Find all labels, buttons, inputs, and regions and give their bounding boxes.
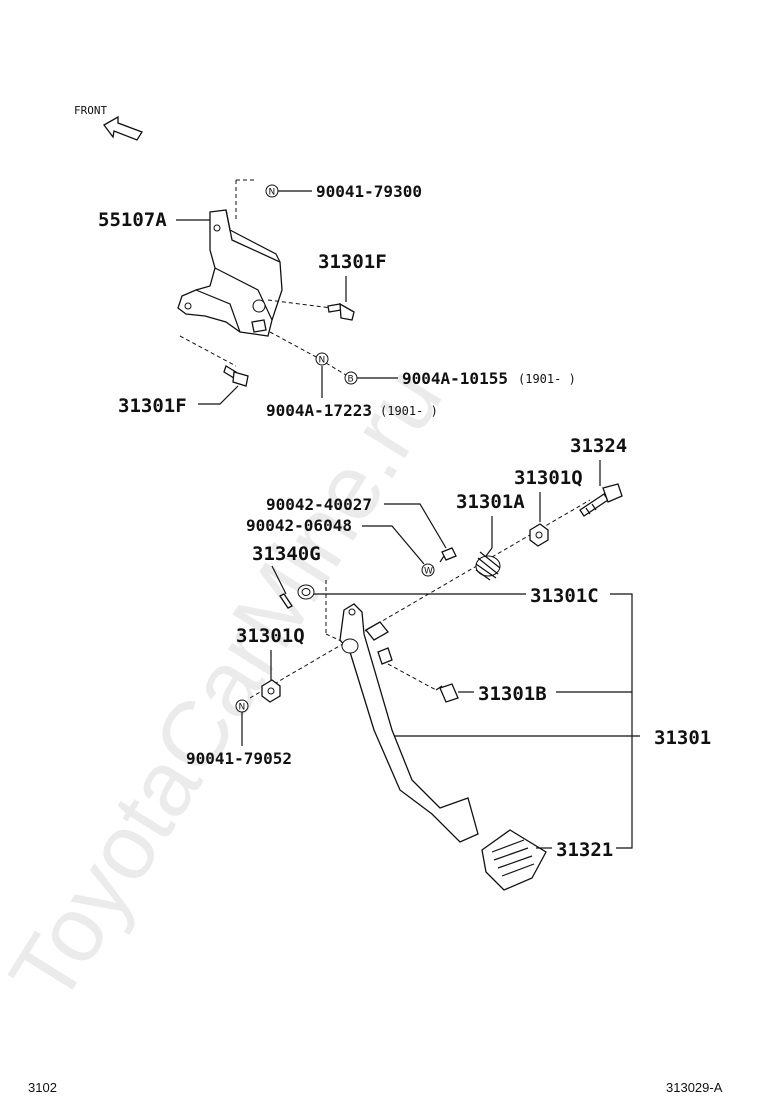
label-31301A: 31301A	[456, 491, 525, 513]
pedal-arm-icon	[339, 603, 479, 843]
stopper-icon	[435, 683, 459, 703]
svg-text:W: W	[424, 567, 433, 577]
bushing-icon	[297, 584, 315, 600]
pedal-pad-icon	[481, 829, 547, 891]
return-spring-icon	[475, 547, 501, 581]
label-9004A-17223-note: (1901- )	[380, 404, 438, 418]
label-31340G: 31340G	[252, 543, 321, 565]
svg-text:B: B	[348, 375, 354, 385]
footer-right-code: 313029-A	[666, 1080, 723, 1095]
watermark: ToyotaCarMine.ru	[0, 351, 462, 1021]
small-bolt-icon	[439, 547, 457, 563]
svg-text:N: N	[319, 356, 326, 366]
bolt-b-marker-icon: B	[344, 371, 358, 385]
nut-n-marker-icon: N	[265, 184, 279, 198]
nut-n-marker-icon: N	[235, 699, 249, 713]
nut-icon	[261, 679, 281, 703]
label-90042-40027: 90042-40027	[266, 495, 372, 514]
label-55107A: 55107A	[98, 209, 167, 231]
cotter-pin-icon	[279, 593, 293, 609]
label-31301F-bottom: 31301F	[118, 395, 187, 417]
label-9004A-10155: 9004A-10155	[402, 369, 508, 388]
label-31301F-top: 31301F	[318, 251, 387, 273]
label-31301: 31301	[654, 727, 711, 749]
label-31324: 31324	[570, 435, 627, 457]
clip-w-marker-icon: W	[421, 563, 435, 577]
label-90041-79052: 90041-79052	[186, 749, 292, 768]
bracket-assembly-icon	[177, 209, 283, 337]
front-arrow-icon	[103, 115, 143, 141]
bolt-icon	[223, 365, 249, 387]
front-label: FRONT	[74, 104, 107, 117]
pivot-bolt-icon	[579, 483, 623, 517]
label-31301C: 31301C	[530, 585, 599, 607]
label-31301Q-top: 31301Q	[514, 467, 583, 489]
nut-icon	[529, 523, 549, 547]
label-9004A-10155-note: (1901- )	[518, 372, 576, 386]
bolt-icon	[327, 302, 355, 321]
label-31301Q-bottom: 31301Q	[236, 625, 305, 647]
label-31321: 31321	[556, 839, 613, 861]
footer-left-code: 3102	[28, 1080, 57, 1095]
svg-text:N: N	[239, 703, 246, 713]
label-90042-06048: 90042-06048	[246, 516, 352, 535]
svg-text:N: N	[269, 188, 276, 198]
label-9004A-17223: 9004A-17223	[266, 401, 372, 420]
nut-n-marker-icon: N	[315, 352, 329, 366]
label-31301B: 31301B	[478, 683, 547, 705]
label-90041-79300: 90041-79300	[316, 182, 422, 201]
